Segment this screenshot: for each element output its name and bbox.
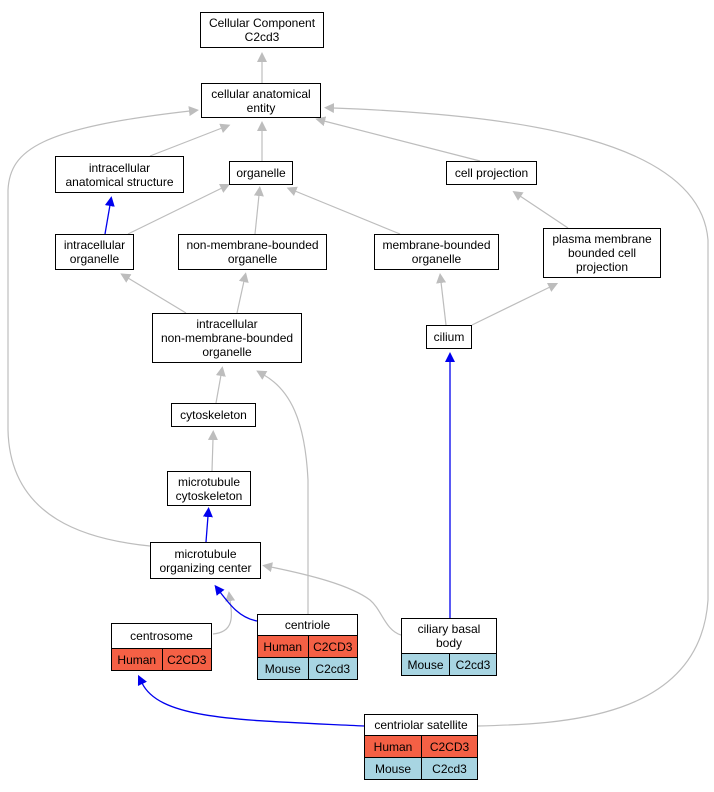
gene-row: Mouse C2cd3	[402, 653, 496, 675]
node-intracellular-anatomical-structure[interactable]: intracellular anatomical structure	[55, 156, 184, 193]
edge-cytoskeleton-inmbo	[215, 366, 226, 404]
node-centriole[interactable]: centriole Human C2CD3 Mouse C2cd3	[257, 614, 358, 680]
species-human: Human	[365, 736, 421, 757]
node-centriolar-satellite-label: centriolar satellite	[374, 718, 468, 732]
species-mouse: Mouse	[402, 654, 449, 675]
node-microtubule-cytoskeleton[interactable]: microtubule cytoskeleton	[167, 471, 251, 506]
node-membrane-bounded-organelle[interactable]: membrane-bounded organelle	[374, 234, 499, 270]
node-intracellular-organelle[interactable]: intracellular organelle	[55, 234, 134, 270]
gene-symbol[interactable]: C2CD3	[161, 649, 211, 670]
node-centrosome[interactable]: centrosome Human C2CD3	[111, 623, 212, 671]
edge-cellproj-cae	[315, 116, 481, 162]
gene-symbol[interactable]: C2cd3	[449, 654, 496, 675]
node-cilium[interactable]: cilium	[426, 325, 472, 349]
edge-cbb-mtoc	[262, 562, 402, 636]
edge-satellite-cae	[324, 103, 709, 727]
node-centriole-label: centriole	[284, 618, 331, 632]
node-ciliary-basal-body[interactable]: ciliary basal body Mouse C2cd3	[401, 618, 497, 676]
species-mouse: Mouse	[365, 758, 421, 779]
node-centriolar-satellite[interactable]: centriolar satellite Human C2CD3 Mouse C…	[364, 714, 478, 780]
node-centrosome-label: centrosome	[130, 629, 193, 643]
edge-centrosome-mtoc	[212, 591, 236, 635]
edge-mtoc-mtcyto	[202, 507, 213, 543]
gene-symbol[interactable]: C2CD3	[421, 736, 477, 757]
node-cytoskeleton[interactable]: cytoskeleton	[171, 403, 256, 427]
edge-cilium-mbo	[436, 273, 447, 326]
node-organelle[interactable]: organelle	[229, 161, 293, 185]
node-plasma-membrane-bounded-cell-projection[interactable]: plasma membrane bounded cell projection	[543, 228, 661, 278]
gene-row: Human C2CD3	[365, 735, 477, 757]
species-human: Human	[112, 649, 162, 670]
edge-cilium-pmbcp	[471, 282, 559, 326]
edge-centriole-mtoc	[214, 584, 258, 622]
edge-mbo-organelle	[286, 186, 401, 235]
gene-row: Human C2CD3	[258, 635, 357, 657]
node-cellular-anatomical-entity[interactable]: cellular anatomical entity	[201, 83, 321, 118]
edge-nmbo-organelle	[253, 186, 264, 235]
node-non-membrane-bounded-organelle[interactable]: non-membrane-bounded organelle	[178, 234, 327, 270]
edge-inmbo-nmbo	[236, 272, 249, 314]
edge-mtcyto-cytoskeleton	[207, 430, 218, 472]
edge-pmbcp-cellproj	[512, 191, 569, 229]
species-mouse: Mouse	[258, 658, 308, 679]
species-human: Human	[258, 636, 308, 657]
edge-inmbo-intraorg	[120, 273, 187, 314]
edge-intraorg-organelle	[127, 183, 231, 235]
gene-symbol[interactable]: C2cd3	[421, 758, 477, 779]
edge-mtoc-cae	[7, 106, 199, 547]
edge-centriole-inmbo	[256, 370, 309, 615]
node-cell-projection[interactable]: cell projection	[446, 161, 537, 185]
gene-row: Mouse C2cd3	[258, 657, 357, 679]
node-ciliary-basal-body-label: ciliary basal body	[417, 622, 481, 650]
edge-intraorg-ias	[104, 196, 115, 235]
node-microtubule-organizing-center[interactable]: microtubule organizing center	[150, 542, 261, 579]
gene-symbol[interactable]: C2CD3	[307, 636, 357, 657]
gene-symbol[interactable]: C2cd3	[307, 658, 357, 679]
node-intracellular-non-membrane-bounded-organelle[interactable]: intracellular non-membrane-bounded organ…	[152, 313, 302, 363]
edge-ias-cae	[149, 123, 231, 157]
node-cellular-component[interactable]: Cellular Component C2cd3	[200, 12, 324, 48]
gene-row: Mouse C2cd3	[365, 757, 477, 779]
edge-satellite-centrosome	[137, 674, 365, 727]
gene-row: Human C2CD3	[112, 648, 211, 670]
